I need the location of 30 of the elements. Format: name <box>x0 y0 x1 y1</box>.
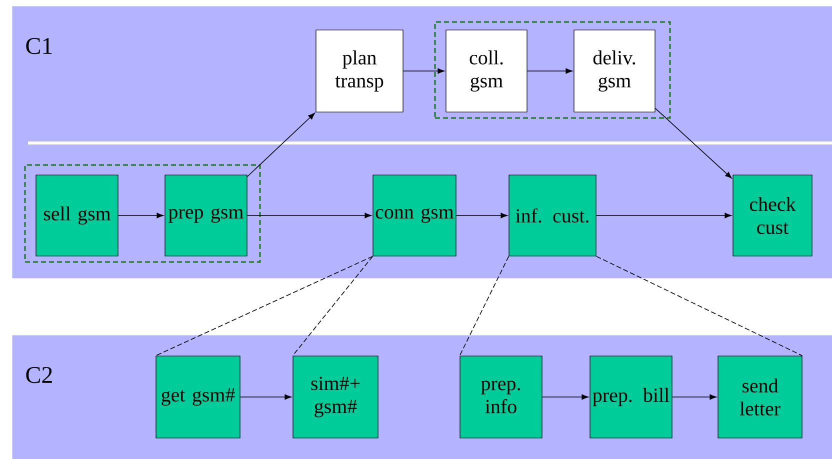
dashed-connector <box>292 256 374 356</box>
process-box: deliv. gsm <box>574 30 656 112</box>
arrow <box>526 68 572 74</box>
dashed-connector <box>155 256 374 356</box>
dashed-group-frame <box>24 164 261 263</box>
arrow <box>672 394 716 400</box>
process-box: coll. gsm <box>446 30 528 112</box>
process-box: prep gsm <box>164 174 248 256</box>
arrow <box>542 394 588 400</box>
process-box: send letter <box>718 356 802 438</box>
arrow <box>596 212 732 218</box>
process-box: conn gsm <box>372 174 456 256</box>
process-box: plan transp <box>316 30 404 112</box>
arrow <box>240 394 292 400</box>
process-box: sim#+ gsm# <box>292 356 378 438</box>
dashed-group-frame <box>434 21 671 119</box>
arrow <box>246 112 315 178</box>
arrow <box>118 212 164 218</box>
dashed-connector <box>459 256 510 356</box>
arrow <box>402 68 444 74</box>
process-box: inf. cust. <box>508 174 596 256</box>
arrow <box>654 108 732 178</box>
process-box: prep. bill <box>590 356 672 438</box>
process-box: get gsm# <box>156 356 240 438</box>
process-box: prep. info <box>460 356 542 438</box>
process-box: sell gsm <box>36 174 118 256</box>
dashed-connector <box>596 256 803 356</box>
arrow <box>246 212 372 218</box>
process-box: check cust <box>732 174 812 256</box>
arrow <box>456 212 508 218</box>
